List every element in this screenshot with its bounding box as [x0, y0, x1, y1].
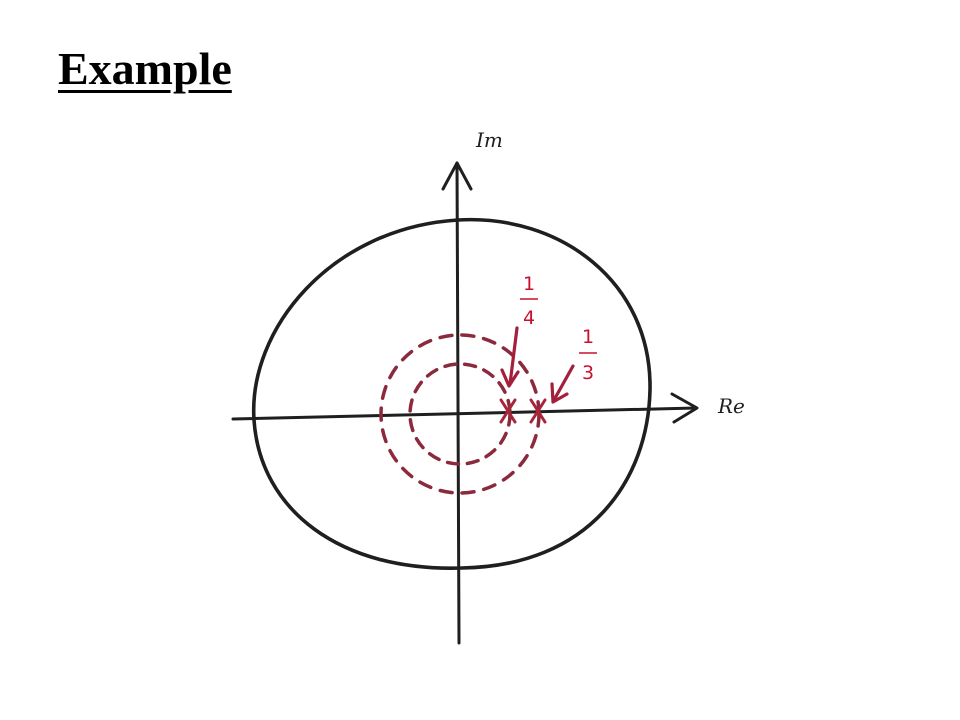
imaginary-axis	[455, 161, 461, 645]
real-axis	[231, 406, 698, 421]
annotation-denominator: 3	[582, 362, 594, 384]
imaginary-axis-arrowhead	[441, 161, 473, 191]
imaginary-axis-label: Im	[475, 128, 503, 152]
annotation-one-third: 1 3	[579, 326, 597, 384]
arrow-to-quarter-pole	[500, 326, 520, 388]
real-axis-label: Re	[717, 394, 745, 418]
annotation-one-quarter: 1 4	[520, 273, 538, 329]
slide-title: Example	[58, 43, 232, 94]
arrow-to-third-pole	[550, 364, 575, 404]
annotation-numerator: 1	[582, 326, 594, 348]
unit-circle	[251, 217, 652, 570]
pole-marker-third	[529, 398, 547, 424]
annotation-denominator: 4	[523, 307, 535, 329]
annotation-numerator: 1	[523, 273, 535, 295]
real-axis-arrowhead	[670, 392, 699, 424]
pole-marker-quarter	[499, 398, 517, 424]
